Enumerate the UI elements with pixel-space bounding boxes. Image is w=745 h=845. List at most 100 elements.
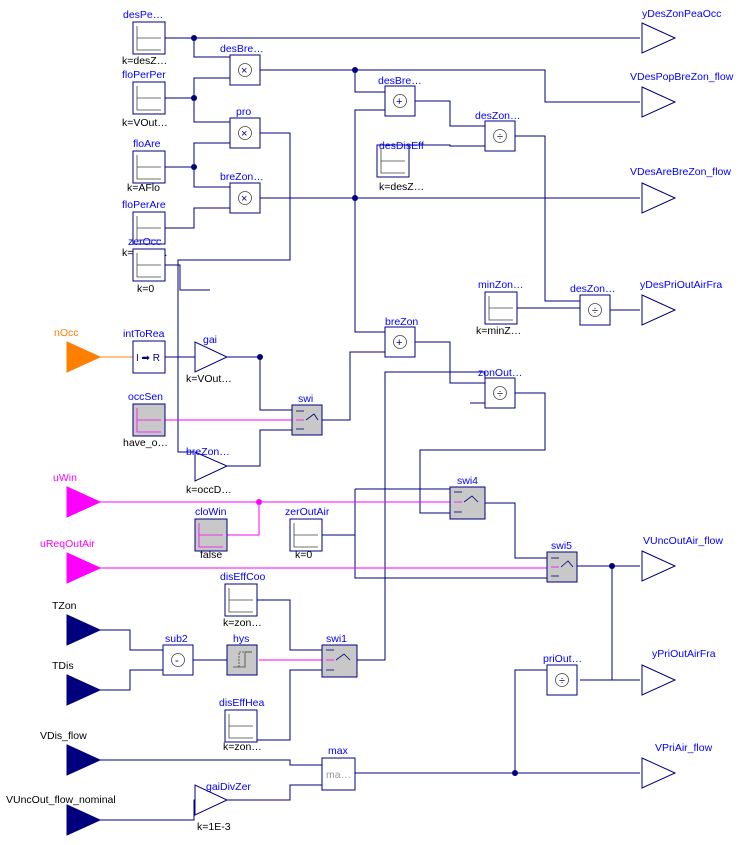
block-max[interactable]: ma… max xyxy=(321,745,356,791)
block-occSen[interactable]: occSen have_o… xyxy=(123,391,168,449)
label-VDesPopBreZon_flow: VDesPopBreZon_flow xyxy=(630,71,734,83)
block-swi5[interactable]: swi5 xyxy=(546,540,578,583)
svg-text:desDisEff: desDisEff xyxy=(379,140,424,152)
wires xyxy=(100,37,640,821)
block-desZon1[interactable]: ÷ desZon… xyxy=(475,110,521,152)
svg-text:disEffHea: disEffHea xyxy=(219,697,264,709)
input-uWin[interactable] xyxy=(66,486,102,518)
svg-text:desZon…: desZon… xyxy=(570,283,616,295)
input-TZon[interactable] xyxy=(66,614,102,646)
label-VUncOut_flow_nominal: VUncOut_flow_nominal xyxy=(6,794,116,806)
svg-text:+: + xyxy=(396,96,402,108)
label-TDis: TDis xyxy=(52,660,74,672)
block-desDisEff[interactable]: desDisEff k=desZ… xyxy=(376,140,424,193)
svg-text:desBre…: desBre… xyxy=(220,43,264,55)
block-gai[interactable]: gai k=VOut… xyxy=(186,334,232,385)
block-priOut[interactable]: ÷ priOut… xyxy=(543,653,582,696)
svg-text:×: × xyxy=(241,128,247,140)
block-zonOut[interactable]: ÷ zonOut… xyxy=(478,367,522,409)
svg-text:×: × xyxy=(241,65,247,77)
input-TDis[interactable] xyxy=(66,674,102,706)
label-TZon: TZon xyxy=(52,600,77,612)
label-VDesAreBreZon_flow: VDesAreBreZon_flow xyxy=(630,166,731,178)
label-VPriAir_flow: VPriAir_flow xyxy=(655,742,713,754)
output-VDesAreBreZon_flow[interactable] xyxy=(641,182,677,214)
svg-text:desBre…: desBre… xyxy=(378,75,422,87)
svg-text:minZon…: minZon… xyxy=(478,279,524,291)
svg-text:swi1: swi1 xyxy=(326,633,347,645)
block-cloWin[interactable]: cloWin false xyxy=(194,506,228,561)
output-VUncOutAir_flow[interactable] xyxy=(641,550,677,582)
svg-text:desZon…: desZon… xyxy=(475,110,521,122)
output-connectors xyxy=(641,22,677,789)
block-desBre2[interactable]: + desBre… xyxy=(378,75,422,117)
svg-text:k=0: k=0 xyxy=(137,283,154,295)
block-floAre[interactable]: floAre k=AFlo xyxy=(127,138,166,194)
svg-text:disEffCoo: disEffCoo xyxy=(220,571,265,583)
block-desPe[interactable]: desPe… k=desZ… xyxy=(122,9,167,67)
block-sub2[interactable]: - sub2 xyxy=(162,633,194,676)
block-minZon[interactable]: minZon… k=minZ… xyxy=(476,279,524,337)
block-breZon[interactable]: + breZon xyxy=(384,316,418,358)
label-yDesZonPeaOcc: yDesZonPeaOcc xyxy=(642,8,721,20)
output-yPriOutAirFra[interactable] xyxy=(641,664,677,696)
block-breZonPro[interactable]: × breZon… xyxy=(220,171,264,214)
junctions xyxy=(191,35,615,776)
block-intToRea[interactable]: I ➡ R intToRea xyxy=(123,328,166,374)
svg-text:max: max xyxy=(328,745,349,757)
label-uWin: uWin xyxy=(53,472,77,484)
label-VUncOutAir_flow: VUncOutAir_flow xyxy=(643,535,723,547)
svg-text:ma…: ma… xyxy=(326,769,351,781)
svg-text:k=occD…: k=occD… xyxy=(186,484,232,496)
label-yDesPriOutAirFra: yDesPriOutAirFra xyxy=(640,279,722,291)
block-pro[interactable]: × pro xyxy=(229,106,261,149)
output-VDesPopBreZon_flow[interactable] xyxy=(641,86,677,118)
svg-text:k=minZ…: k=minZ… xyxy=(476,325,521,337)
block-breZonGai[interactable]: breZon… k=occD… xyxy=(186,446,232,496)
svg-text:desPe…: desPe… xyxy=(123,9,163,21)
svg-text:hys: hys xyxy=(233,633,249,645)
svg-text:have_o…: have_o… xyxy=(123,437,168,449)
svg-text:sub2: sub2 xyxy=(165,633,188,645)
svg-text:breZon…: breZon… xyxy=(186,446,230,458)
block-disEffCoo[interactable]: disEffCoo k=zon… xyxy=(220,571,265,629)
block-swi[interactable]: swi xyxy=(291,393,323,436)
svg-text:k=1E-3: k=1E-3 xyxy=(197,821,231,833)
label-VDis_flow: VDis_flow xyxy=(40,730,87,742)
svg-text:k=0: k=0 xyxy=(295,549,312,561)
svg-text:÷: ÷ xyxy=(497,131,503,143)
block-gaiDivZer[interactable]: gaiDivZer k=1E-3 xyxy=(194,781,251,833)
label-yPriOutAirFra: yPriOutAirFra xyxy=(652,648,716,660)
block-zerOcc[interactable]: zerOcc k=0 xyxy=(128,236,166,295)
block-floPerPer[interactable]: floPerPer k=VOut… xyxy=(122,69,168,129)
block-hys[interactable]: hys xyxy=(226,633,258,676)
svg-text:k=zon…: k=zon… xyxy=(223,741,262,753)
input-VUncOut_flow_nominal[interactable] xyxy=(66,804,102,836)
block-disEffHea[interactable]: disEffHea k=zon… xyxy=(219,697,264,753)
svg-text:gai: gai xyxy=(203,334,217,346)
block-desBre1[interactable]: × desBre… xyxy=(220,43,264,86)
block-desZon2[interactable]: ÷ desZon… xyxy=(570,283,616,326)
svg-text:÷: ÷ xyxy=(559,675,565,687)
output-yDesPriOutAirFra[interactable] xyxy=(641,294,677,326)
svg-text:floAre: floAre xyxy=(133,138,161,150)
svg-text:-: - xyxy=(175,655,179,667)
svg-text:k=desZ…: k=desZ… xyxy=(379,181,424,193)
svg-text:breZon…: breZon… xyxy=(220,171,264,183)
block-swi1[interactable]: swi1 xyxy=(321,633,358,678)
svg-text:k=desZ…: k=desZ… xyxy=(122,55,167,67)
svg-text:swi4: swi4 xyxy=(457,475,478,487)
input-nOcc[interactable] xyxy=(66,341,102,373)
block-zerOutAir[interactable]: zerOutAir k=0 xyxy=(285,506,330,561)
input-uReqOutAir[interactable] xyxy=(66,552,102,584)
output-yDesZonPeaOcc[interactable] xyxy=(641,22,677,54)
svg-text:+: + xyxy=(396,337,402,349)
boolean-wires xyxy=(100,419,547,661)
svg-text:zonOut…: zonOut… xyxy=(478,367,522,379)
input-VDis_flow[interactable] xyxy=(66,744,102,776)
output-VPriAir_flow[interactable] xyxy=(641,757,677,789)
block-swi4[interactable]: swi4 xyxy=(449,475,486,520)
svg-text:zerOcc: zerOcc xyxy=(128,236,161,248)
